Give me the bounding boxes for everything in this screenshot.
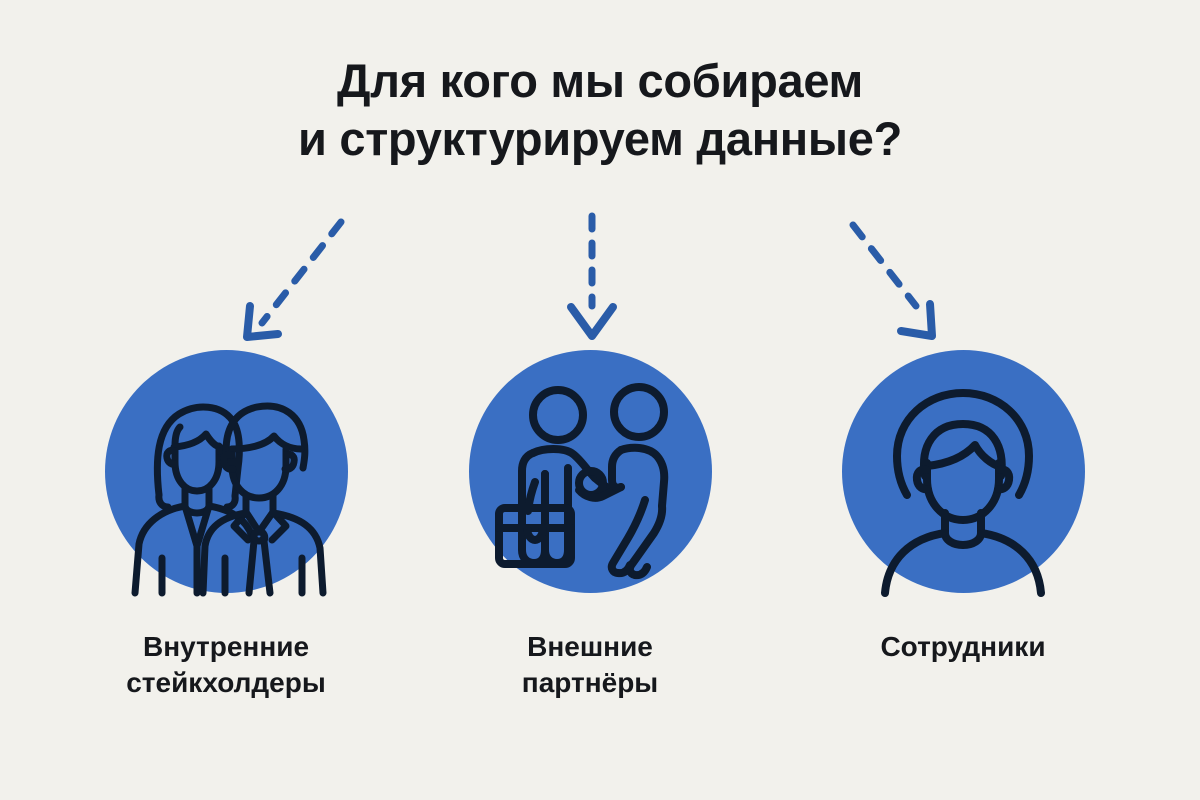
audience-columns: Внутренние стейкхолдеры: [0, 350, 1200, 730]
handshake-partners-icon: [494, 383, 668, 580]
two-colleagues-icon: [131, 402, 326, 597]
caption-line-2: партнёры: [521, 667, 659, 698]
arrow-to-external-partners: [567, 212, 617, 340]
icon-circle: [468, 350, 712, 593]
title-line-1: Для кого мы собираем: [336, 54, 864, 107]
audience-caption: Сотрудники: [798, 629, 1128, 665]
icon-circle: [841, 350, 1085, 597]
title-line-2: и структурируем данные?: [298, 112, 902, 165]
icon-circle: [104, 350, 348, 597]
audience-caption: Внешние партнёры: [425, 629, 755, 701]
arrow-to-internal-stakeholders: [243, 218, 345, 341]
audience-caption: Внутренние стейкхолдеры: [61, 629, 391, 701]
audience-item-employees[interactable]: Сотрудники: [798, 350, 1128, 665]
audience-item-internal-stakeholders[interactable]: Внутренние стейкхолдеры: [61, 350, 391, 701]
caption-line-1: Внешние: [527, 631, 653, 662]
arrow-to-employees: [849, 221, 936, 340]
single-person-avatar-icon: [880, 389, 1045, 597]
caption-line-1: Внутренние: [142, 631, 310, 662]
caption-line-1: Сотрудники: [880, 631, 1046, 662]
page-title: Для кого мы собираем и структурируем дан…: [0, 52, 1200, 168]
audience-item-external-partners[interactable]: Внешние партнёры: [425, 350, 755, 701]
caption-line-2: стейкхолдеры: [126, 667, 326, 698]
